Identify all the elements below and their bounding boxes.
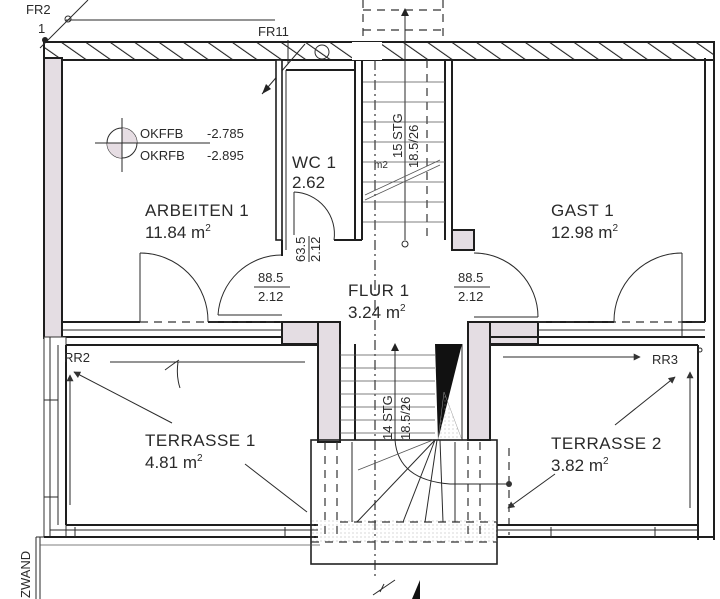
svg-text:ZWAND: ZWAND (18, 551, 33, 598)
door-gast-dimension: 88.5 2.12 (454, 270, 490, 304)
svg-text:18.5/26: 18.5/26 (406, 125, 421, 168)
room-arbeiten (61, 59, 340, 338)
svg-text:2.12: 2.12 (258, 289, 283, 304)
top-exterior-wall (43, 41, 715, 61)
zwand-wall (35, 536, 44, 599)
room-wc (285, 60, 360, 250)
rr3-label: RR3 (652, 352, 678, 367)
room-arbeiten-area: 11.84 m2 (145, 223, 211, 242)
lower-stair-label: 14 STG 18.5/26 (380, 395, 413, 440)
svg-text:15 STG: 15 STG (390, 113, 405, 158)
room-flur-name: FLUR 1 (348, 281, 410, 300)
svg-text:88.5: 88.5 (458, 270, 483, 285)
level-marker: OKFFB -2.785 OKRFB -2.895 (95, 118, 244, 172)
room-terrasse-1-area: 4.81 m2 (145, 453, 203, 472)
fr11-marker: FR11 (258, 24, 330, 95)
okrfb-value: -2.895 (207, 148, 244, 163)
fr11-label: FR11 (258, 24, 289, 39)
upper-stair-label: 15 STG 18.5/26 (390, 113, 421, 168)
right-exterior-wall (697, 42, 715, 540)
rr2-label: RR2 (64, 350, 90, 365)
room-terrasse-1-name: TERRASSE 1 (145, 431, 256, 450)
flur-walls (281, 229, 539, 443)
fr2-marker: FR2 1 (26, 0, 275, 49)
room-terrasse-2-name: TERRASSE 2 (551, 434, 662, 453)
room-terrasse-2 (489, 344, 714, 538)
okffb-label: OKFFB (140, 126, 183, 141)
door-wc-dimension: 63.5 2.12 (293, 236, 323, 262)
svg-text:2.12: 2.12 (458, 289, 483, 304)
svg-text:88.5: 88.5 (258, 270, 283, 285)
upper-staircase (361, 60, 453, 580)
lower-staircase (310, 343, 512, 599)
room-arbeiten-name: ARBEITEN 1 (145, 201, 249, 220)
svg-text:2.12: 2.12 (308, 237, 323, 262)
room-flur-area: 3.24 m2 (348, 303, 406, 322)
svg-text:18.5/26: 18.5/26 (398, 397, 413, 440)
room-gast-name: GAST 1 (551, 201, 614, 220)
room-gast (452, 59, 705, 338)
fr2-number: 1 (38, 21, 45, 36)
okrfb-label: OKRFB (140, 148, 185, 163)
okffb-value: -2.785 (207, 126, 244, 141)
room-terrasse-2-area: 3.82 m2 (551, 456, 609, 475)
left-exterior-wall (43, 57, 63, 339)
room-wc-name: WC 1 (292, 153, 337, 172)
svg-text:63.5: 63.5 (293, 237, 308, 262)
room-wc-area: 2.62 (292, 173, 325, 192)
fr2-label: FR2 (26, 2, 51, 17)
room-terrasse-1 (43, 336, 318, 538)
zwand-label: ZWAND (18, 551, 33, 598)
wc-area-unit: m2 (374, 160, 388, 171)
door-arbeiten-dimension: 88.5 2.12 (254, 270, 290, 304)
room-gast-area: 12.98 m2 (551, 223, 618, 242)
svg-text:14 STG: 14 STG (380, 395, 395, 440)
